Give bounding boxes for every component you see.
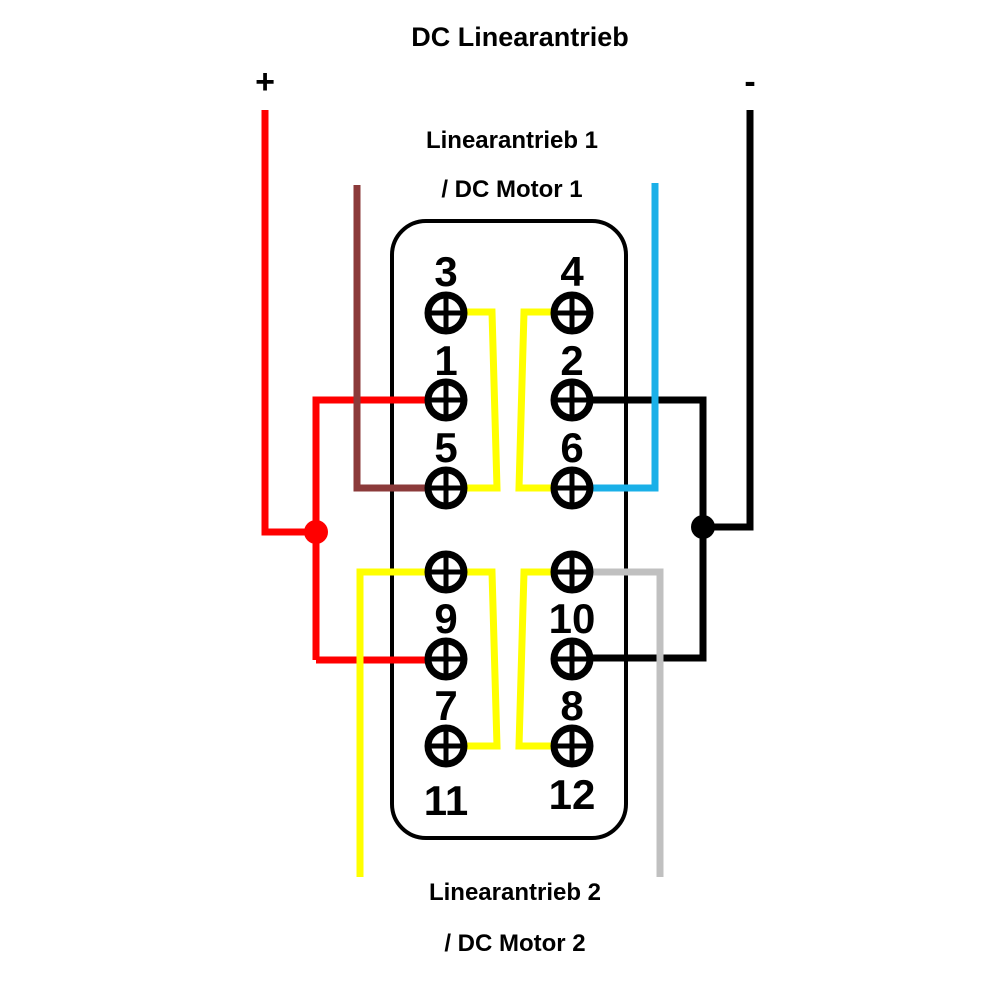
upper-cross-bridge bbox=[444, 308, 566, 492]
motor2-wire-yellow bbox=[356, 568, 437, 877]
motor1-label-line1: Linearantrieb 1 bbox=[426, 127, 598, 154]
terminal-5-label: 5 bbox=[434, 424, 457, 471]
terminal-12-screw-icon bbox=[550, 724, 594, 768]
terminal-4-label: 4 bbox=[560, 248, 584, 295]
terminal-3-label: 3 bbox=[434, 248, 457, 295]
terminal-8-label: 8 bbox=[560, 682, 583, 729]
terminal-4-screw-icon bbox=[550, 291, 594, 335]
terminal-6-label: 6 bbox=[560, 424, 583, 471]
terminal-6-screw-icon bbox=[550, 466, 594, 510]
positive-junction bbox=[304, 520, 328, 544]
switch-housing bbox=[390, 219, 628, 840]
terminal-1-label: 1 bbox=[434, 337, 457, 384]
plus-label: + bbox=[255, 63, 275, 101]
lower-cross-bridge bbox=[444, 568, 566, 750]
diagram-title: DC Linearantrieb bbox=[411, 22, 629, 52]
motor1-label-line2: / DC Motor 1 bbox=[441, 176, 582, 203]
terminal-7-label: 7 bbox=[434, 682, 457, 729]
terminal-8-screw-icon bbox=[550, 637, 594, 681]
terminal-3-screw-icon bbox=[424, 291, 468, 335]
terminal-10-label: 10 bbox=[549, 595, 596, 642]
motor1-wire-brown bbox=[353, 185, 437, 492]
negative-junction bbox=[691, 515, 715, 539]
terminal-5-screw-icon bbox=[424, 466, 468, 510]
positive-wire bbox=[261, 110, 437, 664]
terminal-11-screw-icon bbox=[424, 724, 468, 768]
motor2-label-line2: / DC Motor 2 bbox=[444, 930, 585, 957]
terminal-9-screw-icon bbox=[424, 550, 468, 594]
minus-label: - bbox=[744, 63, 755, 101]
terminal-7-screw-icon bbox=[424, 637, 468, 681]
terminal-2-screw-icon bbox=[550, 378, 594, 422]
motor1-wire-blue bbox=[573, 183, 659, 492]
terminal-1-screw-icon bbox=[424, 378, 468, 422]
terminal-2-label: 2 bbox=[560, 337, 583, 384]
motor2-label-line1: Linearantrieb 2 bbox=[429, 879, 601, 906]
terminal-9-label: 9 bbox=[434, 595, 457, 642]
motor2-wire-gray bbox=[573, 568, 664, 877]
terminal-10-screw-icon bbox=[550, 550, 594, 594]
terminal-11-label: 11 bbox=[424, 777, 468, 824]
terminal-12-label: 12 bbox=[549, 771, 596, 818]
